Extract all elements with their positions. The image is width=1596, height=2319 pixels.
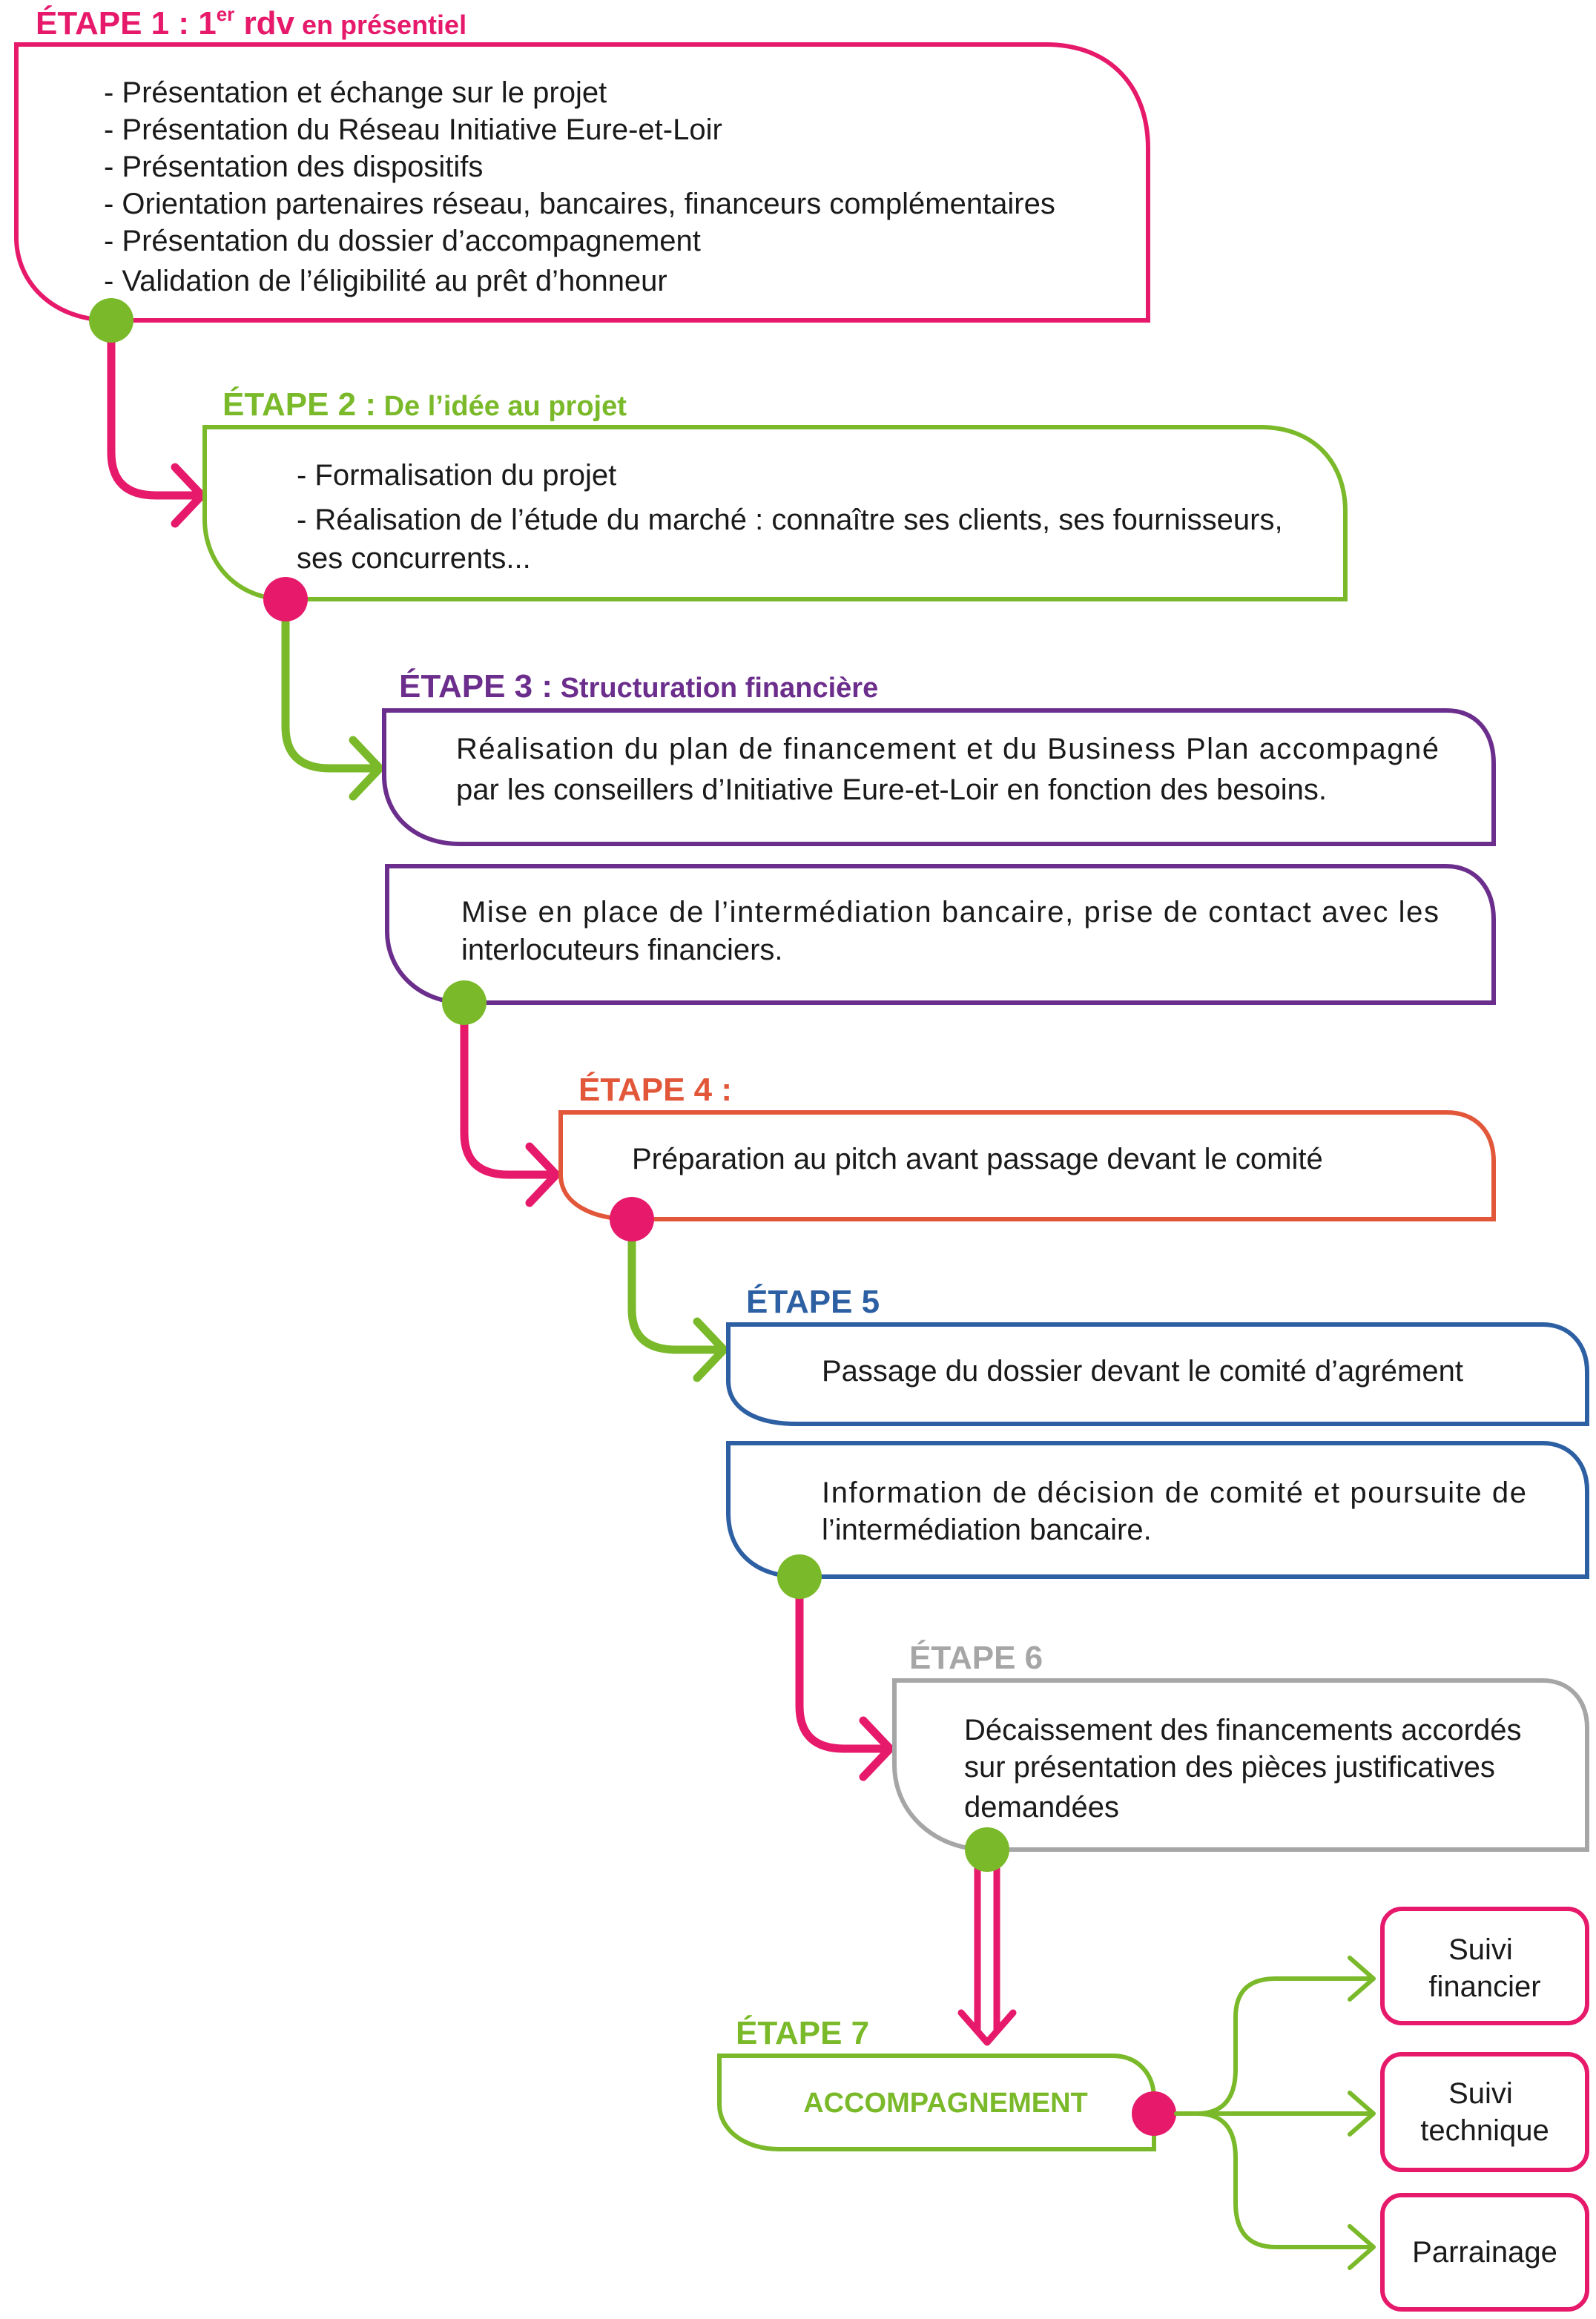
- node-dot-icon: [610, 1197, 654, 1241]
- node-dot-icon: [89, 298, 133, 343]
- step-3-box-2: [385, 864, 1496, 1005]
- step-6: ÉTAPE 6 Décaissement des financements ac…: [892, 1639, 1589, 1852]
- branch-line-1: [1174, 1976, 1374, 2116]
- step-4-box: [558, 1110, 1496, 1221]
- connector-1-2: [89, 298, 206, 528]
- arrow-head-icon: [1348, 2091, 1376, 2137]
- arrow-head-icon: [693, 1317, 728, 1382]
- step-3-title: ÉTAPE 3 : Structuration financière: [399, 667, 878, 705]
- step-5-box-1-text: Passage du dossier devant le comité d’ag…: [822, 1355, 1463, 1388]
- step-6-text: Décaissement des financements accordés s…: [964, 1714, 1530, 1824]
- connector-2-3: [263, 577, 384, 801]
- outcome-box-parrainage: [1380, 2193, 1589, 2312]
- outcome-label-suivi-financier: Suivi financier: [1428, 1933, 1540, 2003]
- connector-6-7: [957, 1827, 1017, 2046]
- step-5-title: ÉTAPE 5: [746, 1283, 880, 1320]
- outcome-box-suivi-financier: [1380, 1907, 1589, 2025]
- step-7-label: ACCOMPAGNEMENT: [803, 2088, 1088, 2119]
- step-3-box-1: [382, 708, 1496, 846]
- outcome-label-parrainage: Parrainage: [1412, 2236, 1557, 2269]
- outcome-box-suivi-technique: [1380, 2052, 1589, 2172]
- step-5: ÉTAPE 5 Passage du dossier devant le com…: [726, 1283, 1589, 1579]
- step-3-box-2-text: Mise en place de l’intermédiation bancai…: [461, 896, 1448, 966]
- arrow-head-icon: [349, 736, 384, 801]
- node-dot-icon: [777, 1554, 822, 1599]
- step-2: ÉTAPE 2 : De l’idée au projet - Formalis…: [202, 386, 1348, 601]
- outcome-label-suivi-technique: Suivi technique: [1420, 2077, 1549, 2147]
- step-5-box-2: [726, 1441, 1589, 1579]
- node-dot-icon: [1132, 2091, 1176, 2136]
- step-1-box: [14, 42, 1150, 323]
- step-4-title: ÉTAPE 4 :: [578, 1071, 732, 1108]
- arrow-head-icon: [1348, 1956, 1376, 2002]
- node-dot-icon: [442, 980, 487, 1025]
- step-4-text: Préparation au pitch avant passage devan…: [632, 1143, 1323, 1175]
- step-1-title: ÉTAPE 1 : 1er rdv en présentiel: [36, 3, 466, 42]
- step-7: ÉTAPE 7 ACCOMPAGNEMENT Suivi financier S…: [717, 1907, 1589, 2312]
- step-1-list: - Présentation et échange sur le projet …: [104, 76, 1064, 297]
- step-5-box-1: [726, 1322, 1589, 1426]
- step-4: ÉTAPE 4 : Préparation au pitch avant pas…: [558, 1071, 1496, 1221]
- arrow-head-icon: [859, 1716, 894, 1781]
- step-3: ÉTAPE 3 : Structuration financière Réali…: [382, 667, 1496, 1005]
- arrow-head-icon: [525, 1142, 561, 1207]
- step-2-box: [202, 425, 1348, 601]
- step-7-box: [717, 2054, 1156, 2151]
- double-arrow-head-icon: [957, 2009, 1017, 2046]
- step-2-title: ÉTAPE 2 : De l’idée au projet: [222, 386, 627, 423]
- branch-line-3: [1195, 2111, 1374, 2249]
- step-6-box: [892, 1678, 1589, 1852]
- arrow-head-icon: [1348, 2224, 1376, 2270]
- step-7-title: ÉTAPE 7: [736, 2014, 869, 2051]
- step-1: ÉTAPE 1 : 1er rdv en présentiel - Présen…: [14, 3, 1150, 323]
- step-5-box-2-text: Information de décision de comité et pou…: [822, 1477, 1536, 1546]
- connector-4-5: [610, 1197, 728, 1382]
- node-dot-icon: [263, 577, 308, 621]
- node-dot-icon: [965, 1827, 1009, 1872]
- arrow-head-icon: [171, 463, 206, 528]
- step-3-box-1-text: Réalisation du plan de financement et du…: [456, 733, 1448, 806]
- connector-5-6: [777, 1554, 894, 1781]
- step-2-list: - Formalisation du projet - Réalisation …: [297, 459, 1291, 575]
- step-6-title: ÉTAPE 6: [909, 1639, 1043, 1676]
- connector-3-4: [442, 980, 561, 1207]
